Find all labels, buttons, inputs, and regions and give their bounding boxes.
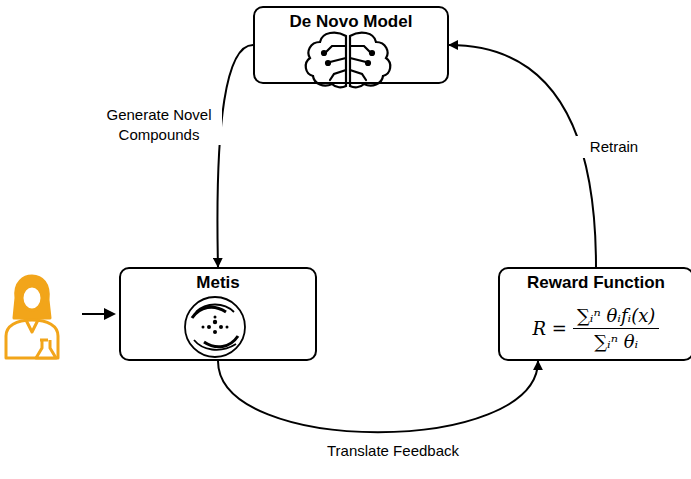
flow-arrow xyxy=(217,45,253,267)
flow-arrow xyxy=(218,361,538,432)
flow-arrow xyxy=(449,45,596,267)
formula-numerator: ∑ᵢⁿ θᵢfᵢ(x) xyxy=(573,305,659,329)
node-title: Reward Function xyxy=(500,273,691,293)
metis-logo xyxy=(185,297,245,357)
reward-box: Reward Function R = ∑ᵢⁿ θᵢfᵢ(x)∑ᵢⁿ θᵢ xyxy=(498,267,691,361)
formula-lhs: R = xyxy=(533,318,567,339)
reward-formula: R = ∑ᵢⁿ θᵢfᵢ(x)∑ᵢⁿ θᵢ xyxy=(500,305,691,352)
formula-fraction: ∑ᵢⁿ θᵢfᵢ(x)∑ᵢⁿ θᵢ xyxy=(573,305,659,352)
formula-denominator: ∑ᵢⁿ θᵢ xyxy=(590,329,642,352)
edge-label: Translate Feedback xyxy=(300,440,486,462)
edge-label: Retrain xyxy=(576,136,652,158)
metis-box: Metis xyxy=(119,267,317,361)
scientist-icon xyxy=(6,276,58,358)
input-arrow xyxy=(82,308,116,320)
node-title: De Novo Model xyxy=(255,12,447,32)
node-title: Metis xyxy=(121,273,315,293)
edge-label: Generate Novel Compounds xyxy=(96,104,222,145)
model-box: De Novo Model xyxy=(253,6,449,84)
brain-icon xyxy=(306,33,391,88)
